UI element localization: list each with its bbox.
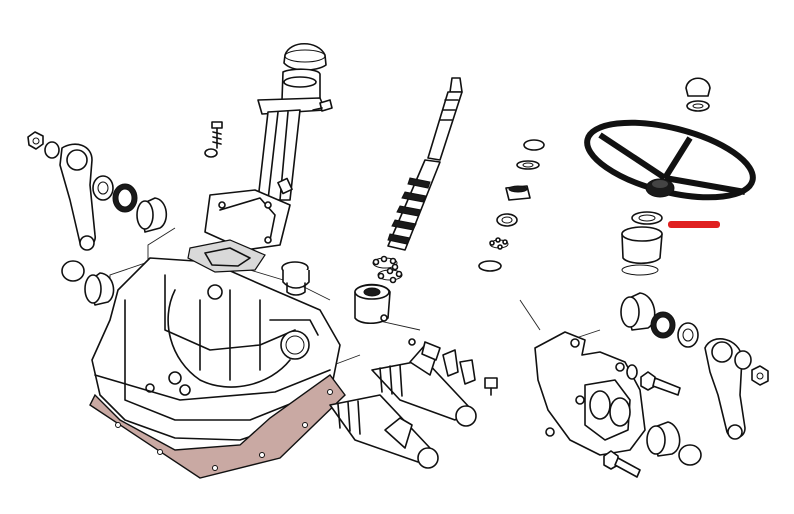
column-hardware bbox=[204, 99, 333, 195]
adjuster-stack bbox=[478, 139, 545, 272]
steering-column bbox=[204, 42, 327, 251]
bearing-balls bbox=[372, 255, 403, 284]
housing-gasket bbox=[89, 374, 346, 479]
filler-plug bbox=[281, 261, 310, 296]
sector-shaft-upper bbox=[371, 344, 477, 427]
steering-wheel bbox=[584, 119, 756, 201]
wheel-nut bbox=[685, 77, 711, 112]
adjuster-clips bbox=[408, 338, 498, 396]
side-cover bbox=[534, 331, 646, 456]
left-pitman-arm bbox=[27, 131, 168, 251]
right-pitman-arm bbox=[620, 292, 769, 440]
worm-shaft bbox=[387, 77, 463, 251]
column-bushing bbox=[621, 226, 663, 276]
cover-bolts bbox=[603, 371, 681, 478]
steering-box-housing bbox=[91, 257, 341, 441]
sector-bushing bbox=[646, 421, 702, 466]
sector-shaft-lower bbox=[329, 394, 439, 469]
ball-nut bbox=[354, 283, 391, 325]
steering-wheel-washer bbox=[631, 211, 663, 225]
left-lower-bushing bbox=[61, 260, 115, 306]
highlight-marker bbox=[668, 221, 720, 228]
column-gasket bbox=[187, 239, 266, 273]
